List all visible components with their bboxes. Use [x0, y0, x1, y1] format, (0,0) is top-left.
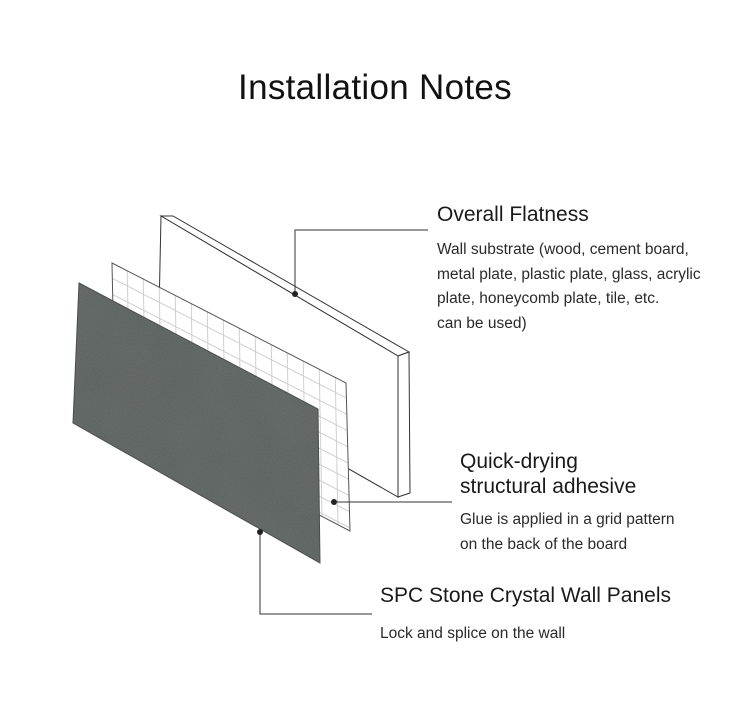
description-line: can be used) [437, 314, 527, 332]
heading-overall-flatness: Overall Flatness [437, 203, 589, 226]
leader-dot-adhesive [331, 499, 337, 505]
label-structural-adhesive: Quick-drying structural adhesive Glue is… [460, 449, 675, 557]
heading-line: structural adhesive [460, 475, 637, 498]
leader-dot-substrate [292, 291, 298, 297]
page-title: Installation Notes [238, 68, 512, 107]
description-line: plate, honeycomb plate, tile, etc. [437, 290, 660, 307]
label-overall-flatness: Overall Flatness Wall substrate (wood, c… [437, 202, 701, 336]
description-substrate: Wall substrate (wood, cement board, meta… [437, 238, 701, 336]
leader-line-panel [259, 532, 372, 615]
label-spc-panels: SPC Stone Crystal Wall Panels Lock and s… [380, 583, 671, 647]
description-line: Lock and splice on the wall [380, 625, 566, 642]
description-adhesive: Glue is applied in a grid pattern on the… [460, 508, 675, 557]
description-line: metal plate, plastic plate, glass, acryl… [437, 265, 701, 283]
description-line: Glue is applied in a grid pattern [460, 511, 675, 528]
leader-line-substrate [294, 229, 428, 294]
leader-dot-panel [257, 529, 263, 535]
heading-structural-adhesive: Quick-drying structural adhesive [460, 449, 675, 499]
description-panel: Lock and splice on the wall [380, 622, 671, 647]
spc-stone-panel [72, 282, 321, 564]
heading-spc-panels: SPC Stone Crystal Wall Panels [380, 584, 671, 607]
description-line: on the back of the board [460, 535, 628, 553]
heading-line: Quick-drying [460, 450, 578, 473]
description-line: Wall substrate (wood, cement board, [437, 241, 689, 258]
